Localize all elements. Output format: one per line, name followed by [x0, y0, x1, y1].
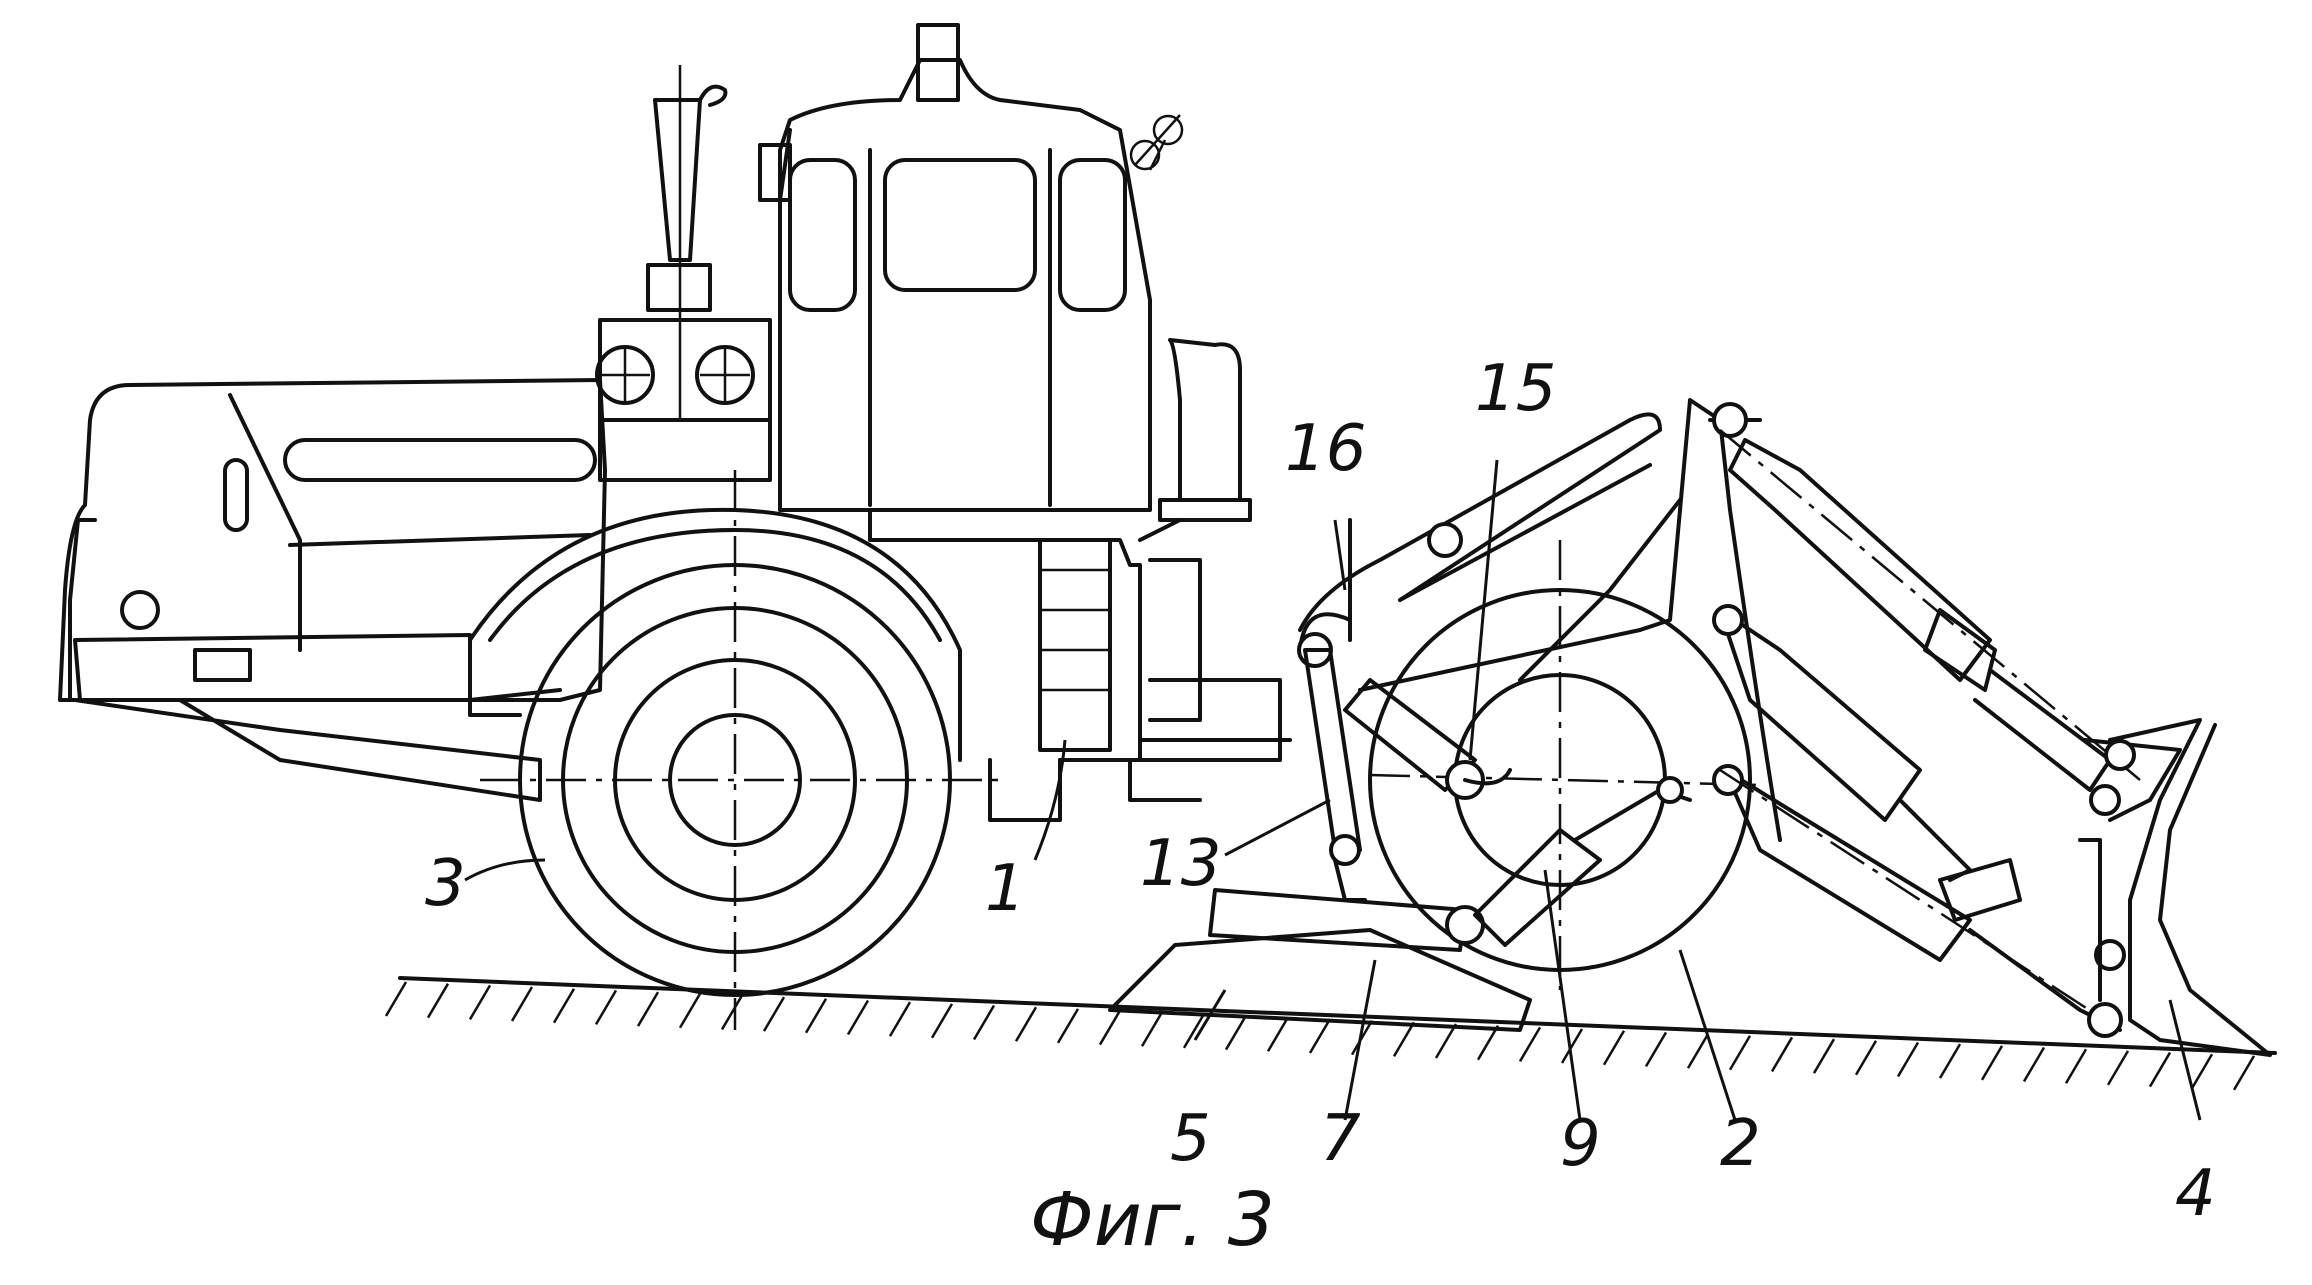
label-2: 2 [1720, 1107, 1761, 1181]
front-wheel [470, 470, 1000, 1030]
ground-hatch-mark [1940, 1044, 1960, 1078]
drum-wheel [1370, 540, 1760, 990]
ground-hatch-mark [1772, 1037, 1792, 1071]
rear-box [1140, 340, 1250, 540]
ground-hatch-mark [554, 989, 574, 1023]
ground-hatch-mark [974, 1006, 994, 1040]
part-labels: 3 1 13 16 15 5 7 9 2 4 [425, 352, 2216, 1231]
ground-hatch-mark [512, 987, 532, 1021]
ground-hatch-mark [1688, 1034, 1708, 1068]
tractor-hood [60, 380, 605, 700]
ground-hatch-mark [1436, 1024, 1456, 1058]
dozer-blade-4 [2080, 720, 2270, 1055]
ground-hatch-mark [1394, 1022, 1414, 1056]
label-4: 4 [2175, 1157, 2216, 1231]
ground-hatch-mark [596, 990, 616, 1024]
link-16 [1299, 520, 1350, 666]
ground-hatch-mark [764, 997, 784, 1031]
ground-hatch-mark [722, 995, 742, 1029]
ground-hatch-mark [1898, 1042, 1918, 1076]
ground-hatch-mark [1310, 1019, 1330, 1053]
tractor-frame [75, 635, 560, 800]
ground-hatch-mark [2066, 1049, 2086, 1083]
figure-caption: Фиг. 3 [1030, 1177, 1275, 1263]
lift-cylinder-upper [1720, 430, 2140, 790]
cylinder-9 [1475, 778, 1690, 945]
ground-hatch-mark [680, 994, 700, 1028]
label-15: 15 [1475, 352, 1556, 426]
ground-hatch-mark [470, 985, 490, 1019]
ground-hatch-mark [1268, 1017, 1288, 1051]
ground-hatch-mark [1142, 1012, 1162, 1046]
label-16: 16 [1285, 412, 1366, 486]
link-13 [1305, 650, 1365, 900]
ground-hatch-mark [2234, 1056, 2254, 1090]
ground-hatch-mark [1520, 1027, 1540, 1061]
ground-hatch-mark [428, 984, 448, 1018]
label-13: 13 [1140, 827, 1221, 901]
ground-hatch-mark [806, 999, 826, 1033]
ground-hatch-mark [2024, 1048, 2044, 1082]
ground-hatch-mark [932, 1004, 952, 1038]
ground-hatch-mark [1814, 1039, 1834, 1073]
cab-lower-section [870, 510, 1290, 820]
ground-hatch-mark [2192, 1054, 2212, 1088]
ground-hatch-mark [1016, 1007, 1036, 1041]
ground-hatch-mark [1226, 1016, 1246, 1050]
ground-hatch-mark [2150, 1053, 2170, 1087]
label-3: 3 [425, 847, 466, 921]
ground-hatch-mark [1646, 1032, 1666, 1066]
ground-hatch-mark [1604, 1031, 1624, 1065]
label-9: 9 [1560, 1107, 1601, 1181]
label-5: 5 [1170, 1102, 1211, 1176]
ground-hatch-mark [1100, 1011, 1120, 1045]
lift-cylinder-middle [1714, 606, 1970, 880]
ground-hatch-mark [848, 1000, 868, 1034]
engine-block [597, 320, 770, 480]
label-7: 7 [1320, 1102, 1361, 1176]
ground-hatch-mark [638, 992, 658, 1026]
ground-hatch-mark [890, 1002, 910, 1036]
ground-hatch-mark [1982, 1046, 2002, 1080]
label-1: 1 [985, 852, 1026, 926]
ground-hatch-mark [1856, 1041, 1876, 1075]
ground-hatch-mark [386, 982, 406, 1016]
ground-hatch-mark [2108, 1051, 2128, 1085]
ground-hatch-mark [1730, 1036, 1750, 1070]
ground-line [386, 978, 2275, 1090]
exhaust-pipe [648, 65, 725, 420]
ground-hatch-mark [1058, 1009, 1078, 1043]
tractor-cab [760, 25, 1182, 510]
